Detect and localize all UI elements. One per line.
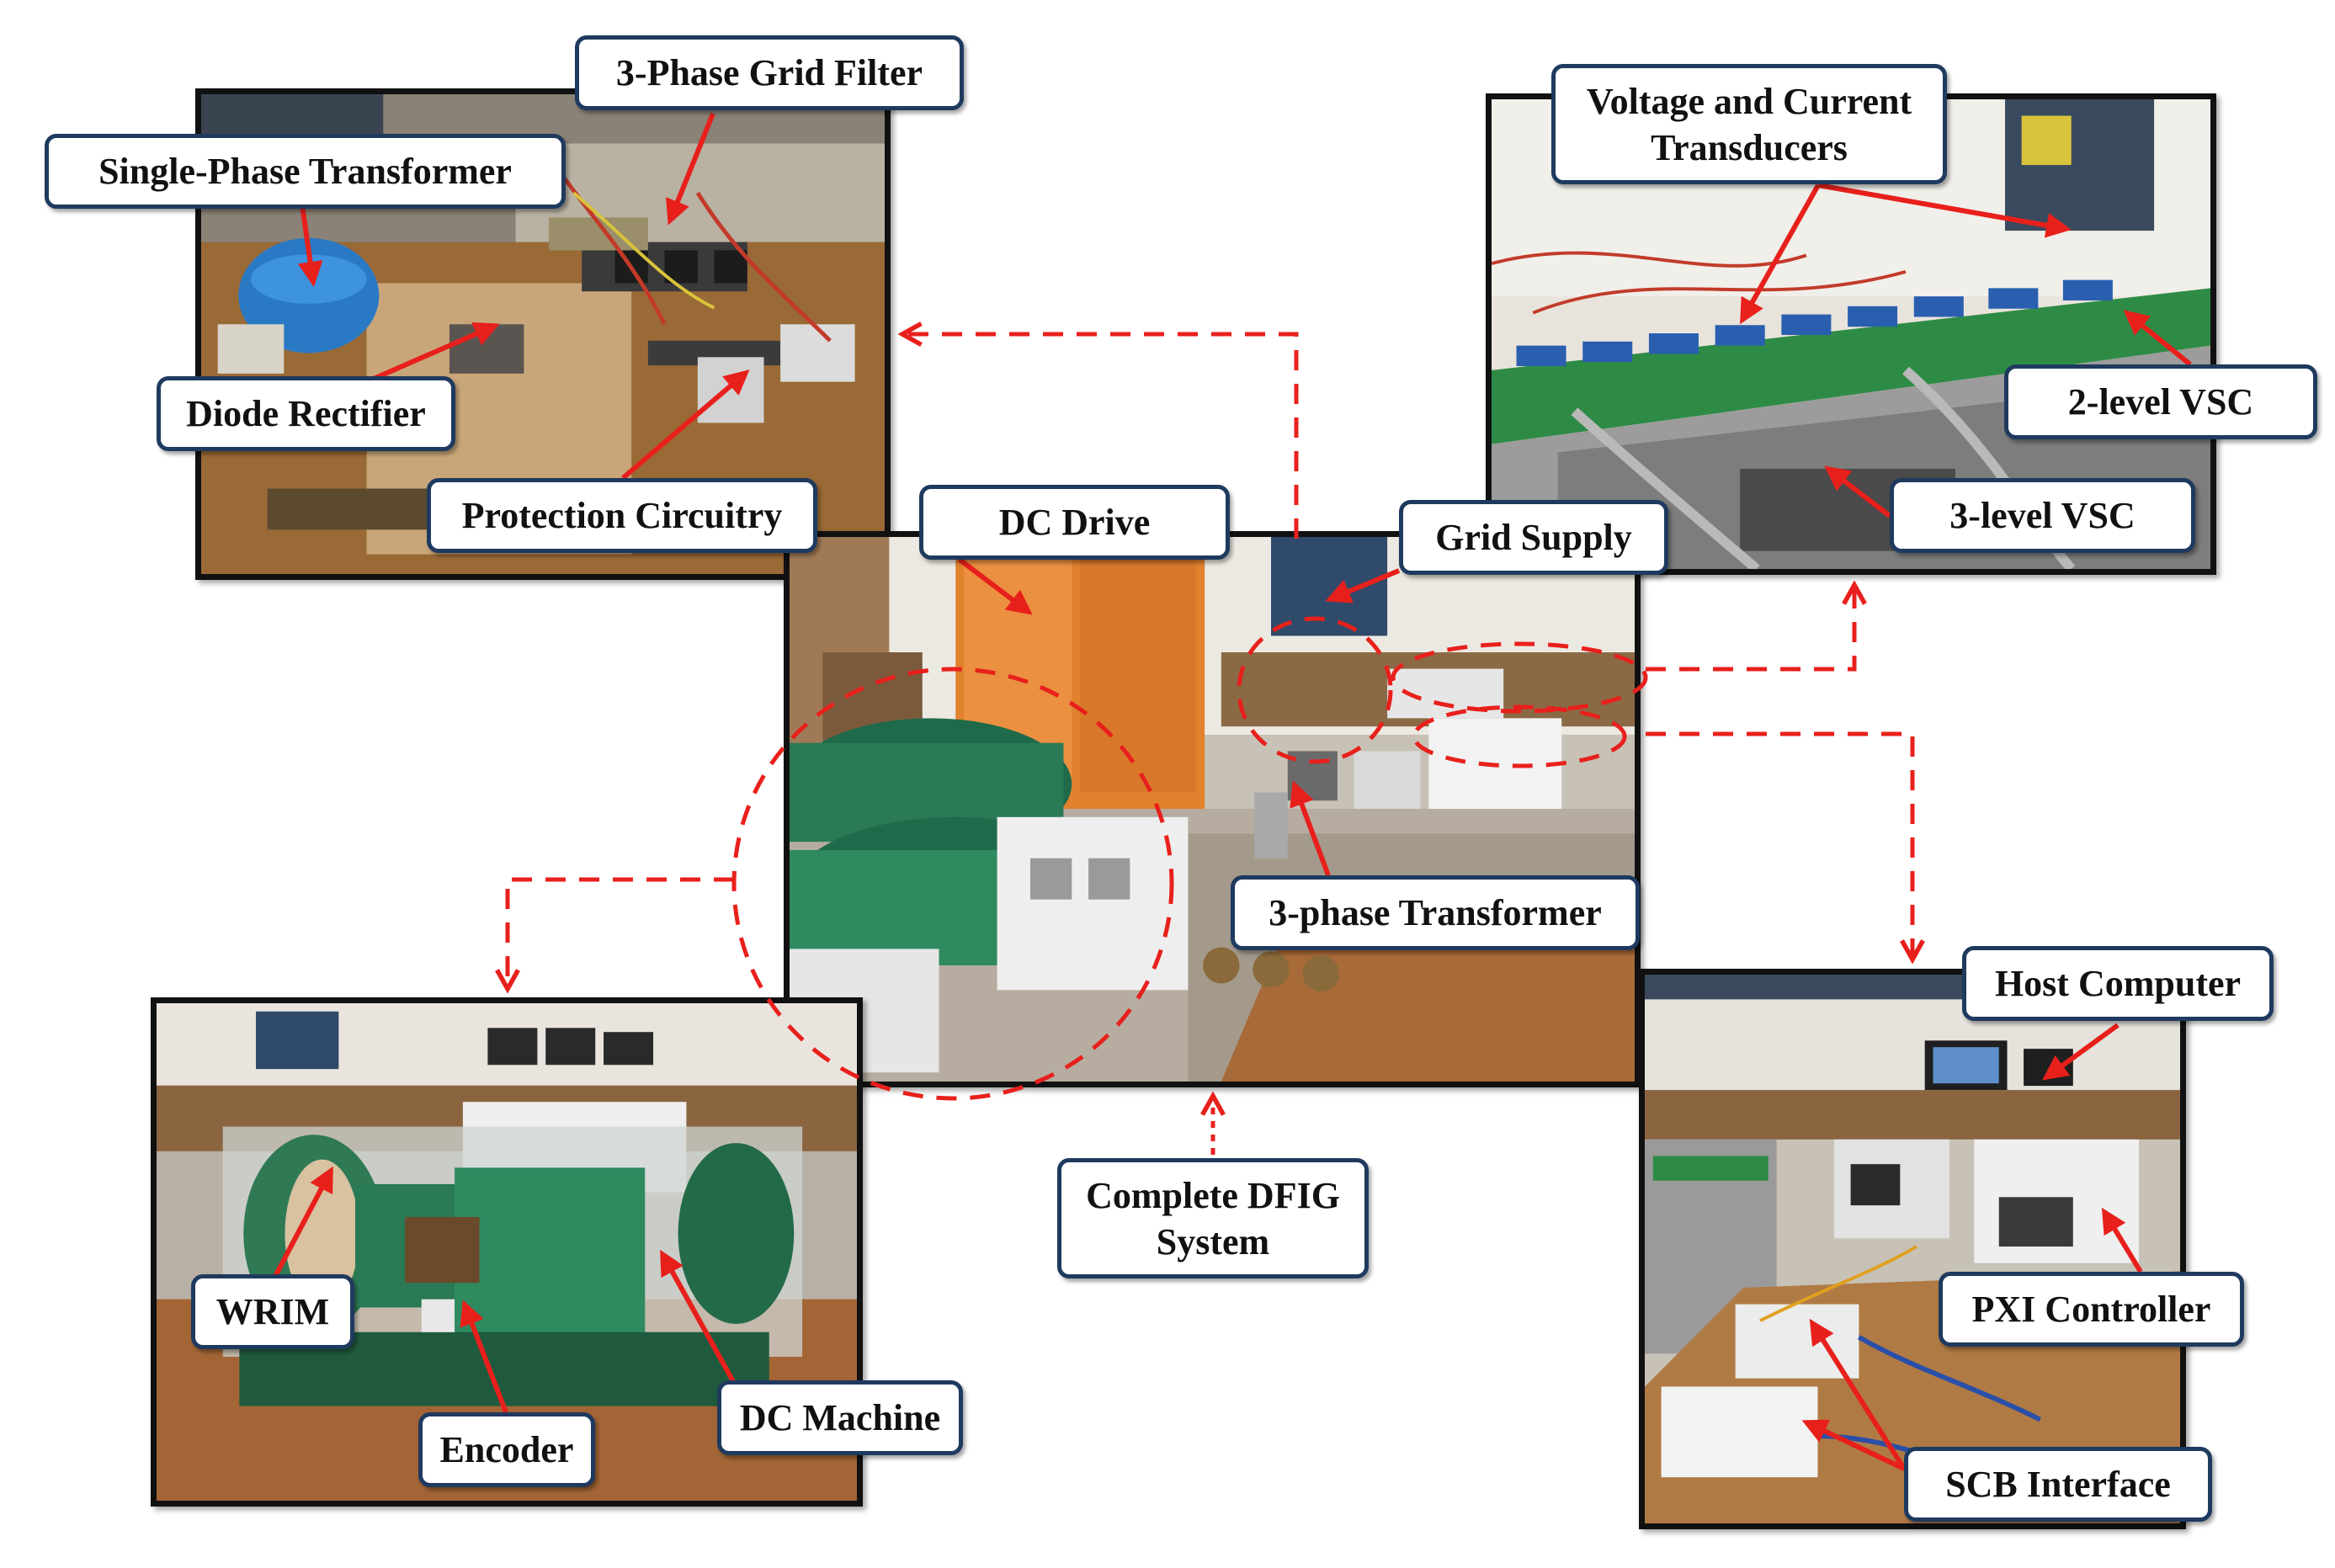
- label-encoder: Encoder: [418, 1412, 595, 1487]
- photo-dfig-system: [784, 531, 1641, 1087]
- label-single-phase-transformer: Single-Phase Transformer: [45, 134, 566, 209]
- label-protection-circuitry: Protection Circuitry: [427, 478, 817, 553]
- label-three-level-vsc: 3-level VSC: [1890, 478, 2195, 553]
- connector-to-converters: [1646, 585, 1854, 672]
- label-two-level-vsc: 2-level VSC: [2004, 364, 2317, 439]
- label-host-computer: Host Computer: [1962, 946, 2274, 1021]
- label-dc-drive: DC Drive: [919, 485, 1230, 560]
- label-complete-dfig: Complete DFIG System: [1057, 1158, 1369, 1278]
- label-diode-rectifier: Diode Rectifier: [157, 376, 455, 451]
- label-three-phase-transformer: 3-phase Transformer: [1231, 875, 1640, 950]
- label-pxi-controller: PXI Controller: [1939, 1272, 2244, 1347]
- label-vc-transducers: Voltage and Current Transducers: [1551, 64, 1947, 184]
- label-dc-machine: DC Machine: [717, 1380, 963, 1455]
- label-scb-interface: SCB Interface: [1904, 1447, 2212, 1522]
- photo-control-station: [1639, 969, 2186, 1529]
- label-grid-filter: 3-Phase Grid Filter: [575, 35, 964, 110]
- connector-to-machine-set: [508, 877, 734, 989]
- label-wrim: WRIM: [191, 1274, 354, 1349]
- label-grid-supply: Grid Supply: [1399, 500, 1668, 575]
- connector-to-control-station: [1646, 731, 1912, 959]
